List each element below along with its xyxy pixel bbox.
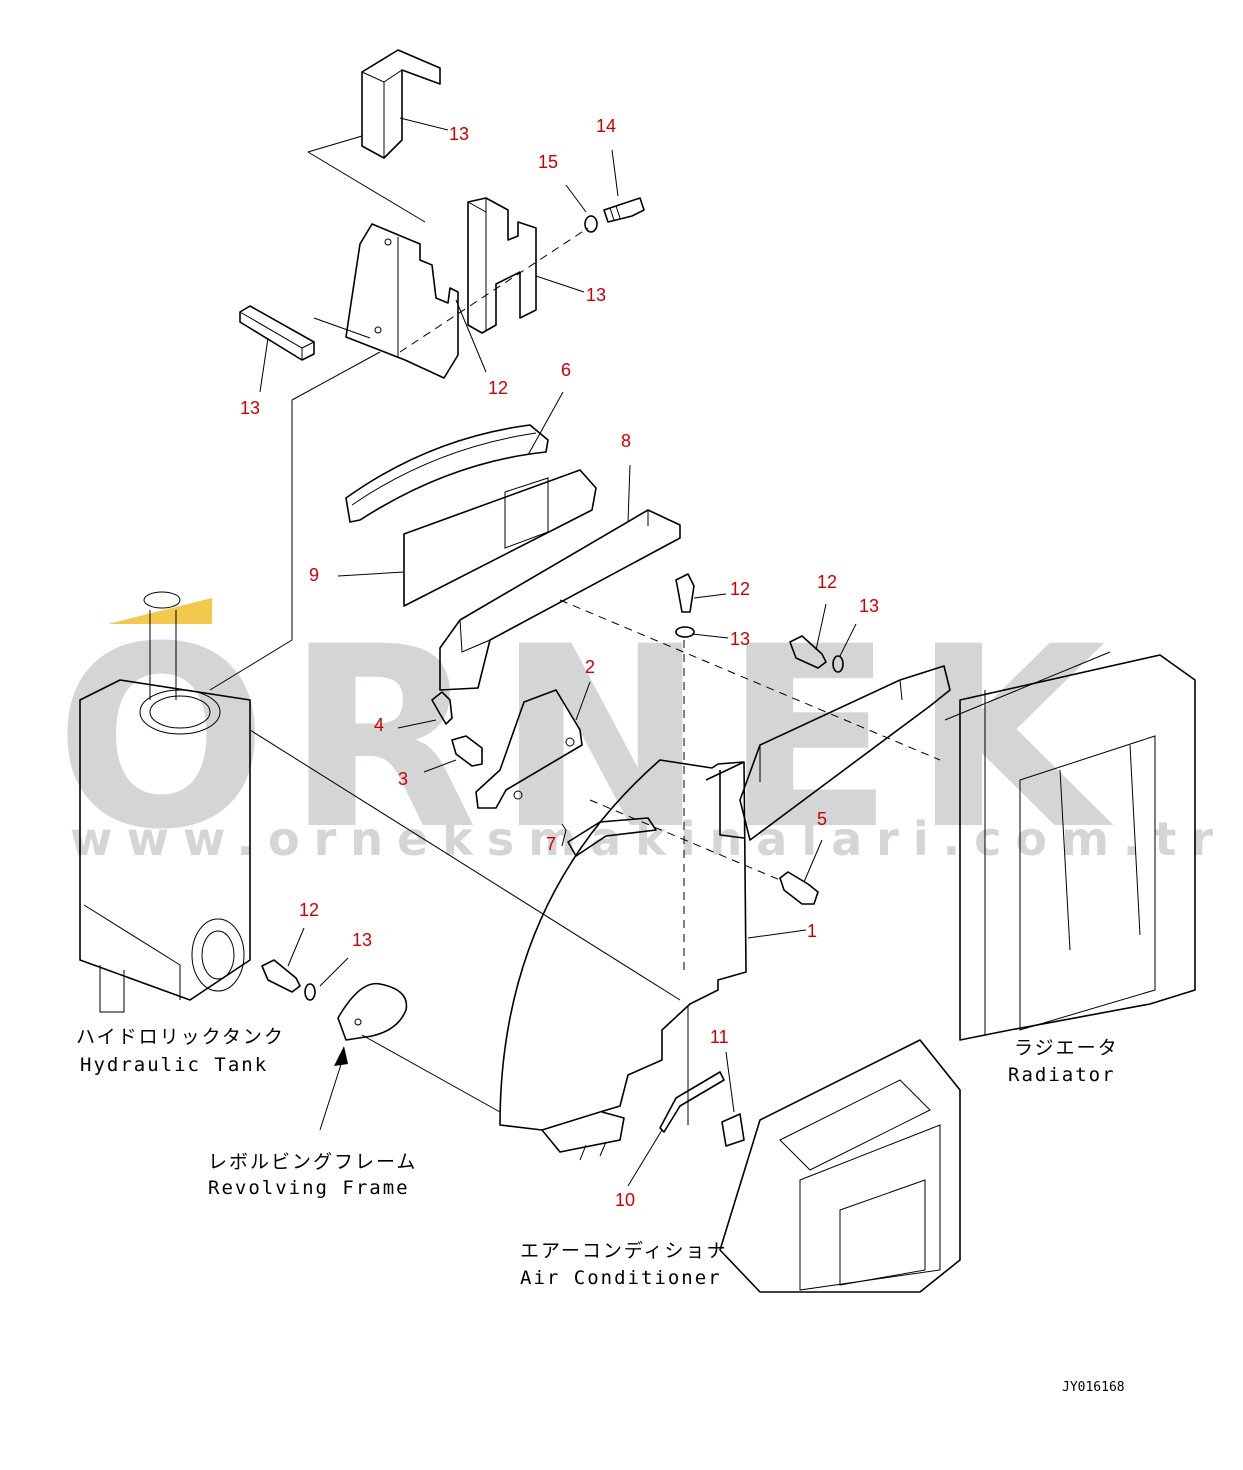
- part-4-bolt: [431, 691, 453, 725]
- callout-3: 3: [398, 769, 408, 789]
- part-2-bracket: [475, 689, 583, 809]
- callout-13-top: 13: [730, 629, 750, 649]
- part-17-bracket: [361, 49, 441, 159]
- radiator: [959, 654, 1196, 1041]
- callout-2: 2: [585, 657, 595, 677]
- callout-15: 13: [586, 285, 606, 305]
- part-18-bolt: [603, 197, 645, 223]
- part-19-washer: [584, 215, 598, 233]
- callout-14: 12: [488, 378, 508, 398]
- revolving-frame-arrow: [334, 1046, 348, 1066]
- part-15-pad: [467, 197, 537, 334]
- callout-19: 15: [538, 152, 558, 172]
- callout-4: 4: [374, 715, 384, 735]
- watermark: ORNEK www.orneksmakinalari.com.tr: [55, 593, 1227, 884]
- captions: ハイドロリックタンク Hydraulic Tank レボルビングフレーム Rev…: [76, 1026, 1119, 1289]
- watermark-url: www.orneksmakinalari.com.tr: [70, 812, 1227, 866]
- part-12-bolt-left: [261, 959, 301, 993]
- part-13-washer-top: [675, 626, 695, 638]
- hydraulic-tank-caption-jp: ハイドロリックタンク: [76, 1026, 285, 1048]
- part-13-washer-right: [832, 655, 844, 673]
- callout-6: 6: [561, 360, 571, 380]
- part-12-bolt-right: [789, 635, 827, 669]
- radiator-caption-en: Radiator: [1008, 1064, 1116, 1086]
- callout-12-top: 12: [730, 579, 750, 599]
- drawing-id: JY016168: [1062, 1380, 1125, 1395]
- part-1-shroud: [499, 665, 951, 1161]
- callout-leaders: [259, 117, 857, 1187]
- part-16-bar: [239, 305, 315, 361]
- part-3-clamp: [451, 735, 483, 767]
- watermark-accent-triangle: [108, 598, 212, 624]
- part-12-bolt-top: [675, 573, 695, 613]
- revolving-frame-outline: [337, 982, 408, 1041]
- callout-labels: 13 14 15 13 12 13 6 8 9 12 13 12 13 2 4 …: [240, 116, 879, 1210]
- air-conditioner-caption-jp: エアーコンディショナ: [520, 1240, 728, 1262]
- callout-17: 13: [449, 124, 469, 144]
- callout-9: 9: [309, 565, 319, 585]
- part-14-plate: [345, 223, 459, 379]
- air-conditioner: [719, 1039, 961, 1293]
- callout-18: 14: [596, 116, 616, 136]
- callout-12-right: 12: [817, 572, 837, 592]
- callout-1: 1: [807, 921, 817, 941]
- leader-lines: [209, 135, 1111, 1125]
- callout-13-left: 13: [352, 930, 372, 950]
- revolving-frame-caption-jp: レボルビングフレーム: [208, 1151, 417, 1173]
- part-8-beam: [439, 509, 681, 691]
- part-7-strip: [567, 817, 657, 857]
- part-11-pad: [721, 1113, 745, 1147]
- callout-5: 5: [817, 809, 827, 829]
- part-5-bolt: [779, 871, 819, 905]
- part-6-seal-strip: [345, 424, 549, 523]
- part-10-rod: [659, 1071, 725, 1133]
- callout-7: 7: [546, 834, 556, 854]
- callout-8: 8: [621, 431, 631, 451]
- air-conditioner-caption-en: Air Conditioner: [520, 1267, 722, 1289]
- radiator-caption-jp: ラジエータ: [1014, 1037, 1119, 1059]
- hydraulic-tank: [79, 591, 251, 1013]
- callout-13-right: 13: [859, 596, 879, 616]
- callout-11: 11: [710, 1027, 729, 1047]
- part-9-panel: [403, 469, 597, 607]
- revolving-frame-caption-en: Revolving Frame: [208, 1177, 410, 1199]
- callout-12-left: 12: [299, 900, 319, 920]
- hydraulic-tank-caption-en: Hydraulic Tank: [80, 1054, 268, 1076]
- callout-10: 10: [615, 1190, 635, 1210]
- callout-16: 13: [240, 398, 260, 418]
- part-13-washer-left: [304, 983, 316, 1001]
